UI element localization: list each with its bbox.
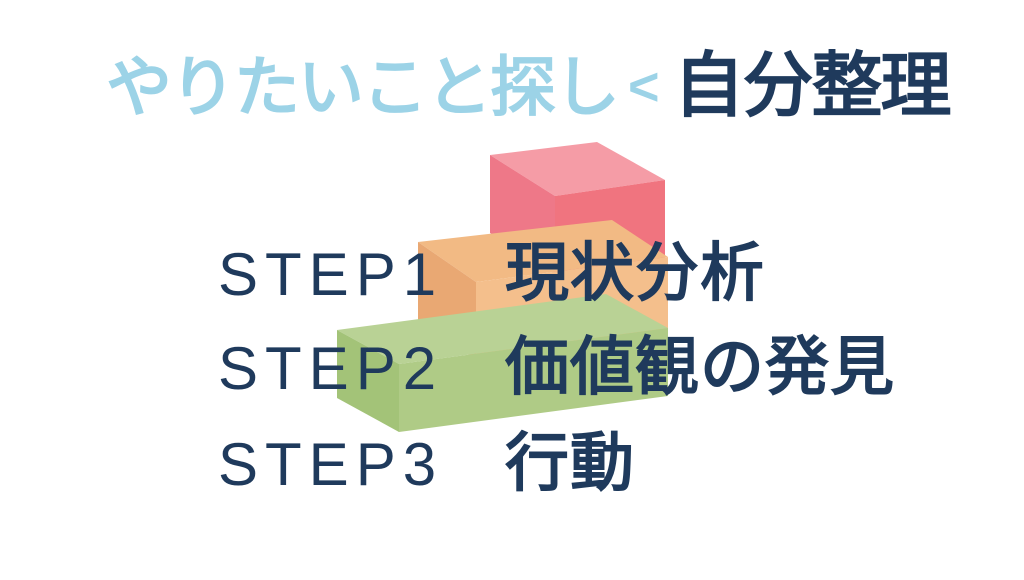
orange-block-top-face <box>418 220 668 282</box>
step-row-2: STEP2 価値観の発見 <box>218 316 895 408</box>
page-title: やりたいこと探し<自分整理 <box>106 47 952 126</box>
step2-text: 価値観の発見 <box>505 331 895 403</box>
green-block-front-face <box>399 328 668 432</box>
step2-label: STEP2 <box>218 335 444 402</box>
step1-label: STEP1 <box>218 241 444 308</box>
step1-text: 現状分析 <box>505 237 765 309</box>
step3-text: 行動 <box>505 427 635 499</box>
step3-label: STEP3 <box>218 431 444 498</box>
title-dark-part: 自分整理 <box>673 47 952 126</box>
green-block-left-face <box>337 330 399 432</box>
bottom-green-block <box>337 294 668 432</box>
title-light-part: やりたいこと探し <box>106 50 620 124</box>
step-row-3: STEP3 行動 <box>218 412 635 504</box>
green-block-top-face <box>337 294 668 364</box>
red-block-top-face <box>490 142 665 196</box>
step-row-1: STEP1 現状分析 <box>218 222 765 314</box>
less-than-symbol: < <box>628 57 660 117</box>
